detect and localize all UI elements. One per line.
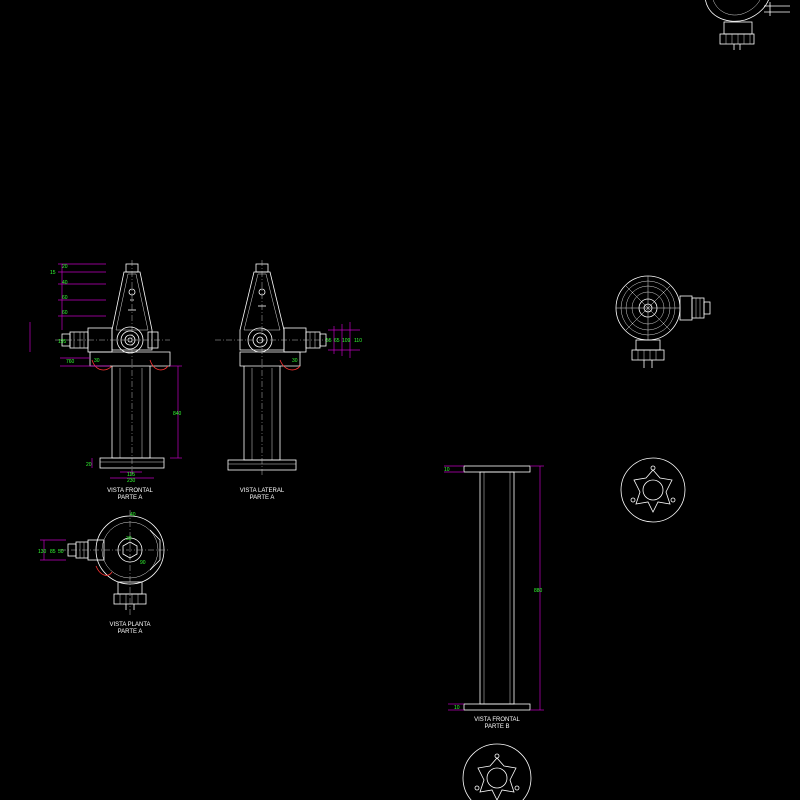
flange-top-view <box>620 457 686 523</box>
dim-front-a-7: 760 <box>66 359 75 365</box>
side-a-title: VISTA LATERAL <box>240 488 285 494</box>
front-view-part-b: 10 880 10 VISTA FRONTAL PARTE B <box>444 465 544 730</box>
front-b-title: VISTA FRONTAL <box>474 717 520 723</box>
front-b-part: PARTE B <box>484 724 509 730</box>
dim-front-a-10: 20 <box>86 462 92 468</box>
dim-front-a-2: 15 <box>50 270 56 276</box>
top-view-assembled <box>615 275 711 368</box>
top-right-partial-view <box>705 0 790 50</box>
dim-side-a-2: 65 <box>334 338 340 344</box>
dim-front-a-1: 20 <box>62 264 68 270</box>
dim-plan-a-3: 130 <box>38 549 47 555</box>
dim-front-a-11: 115 <box>127 472 135 478</box>
front-a-title: VISTA FRONTAL <box>107 488 153 494</box>
dim-side-a-3: 109 <box>342 338 351 344</box>
plan-view-part-a: 40 30 130 85 50 90 VISTA PLANTA PARTE A <box>38 510 170 635</box>
dim-front-a-5: 60 <box>62 310 68 316</box>
front-a-part: PARTE A <box>118 495 143 501</box>
dim-front-a-9: 840 <box>173 411 182 417</box>
dim-side-a-5: 30 <box>292 358 298 364</box>
dim-front-a-3: 40 <box>62 280 68 286</box>
dim-plan-a-5: 50 <box>58 549 64 555</box>
dim-front-a-8: 30 <box>94 358 100 364</box>
side-a-part: PARTE A <box>250 495 275 501</box>
dim-front-b-2: 880 <box>534 588 543 594</box>
dim-side-a-1: 55 <box>326 338 332 344</box>
dim-front-a-6: 195 <box>58 339 67 345</box>
dim-side-a-4: 110 <box>354 338 362 344</box>
dim-plan-a-4: 85 <box>50 549 56 555</box>
side-view-part-a: 55 65 109 110 30 VISTA LATERAL PARTE A <box>215 260 362 501</box>
dim-front-a-4: 60 <box>62 295 68 301</box>
dim-plan-a-2: 30 <box>126 536 132 542</box>
dim-front-a-12: 230 <box>127 478 136 484</box>
dim-front-b-3: 10 <box>454 705 460 711</box>
bottom-flange-view <box>462 743 532 800</box>
plan-a-title: VISTA PLANTA <box>109 622 150 628</box>
front-view-part-a: 20 15 40 60 60 195 760 30 840 20 115 230… <box>29 260 182 501</box>
dim-plan-a-1: 40 <box>130 512 136 518</box>
plan-a-part: PARTE A <box>118 629 143 635</box>
dim-front-b-1: 10 <box>444 467 450 473</box>
dim-plan-a-6: 90 <box>140 560 146 566</box>
